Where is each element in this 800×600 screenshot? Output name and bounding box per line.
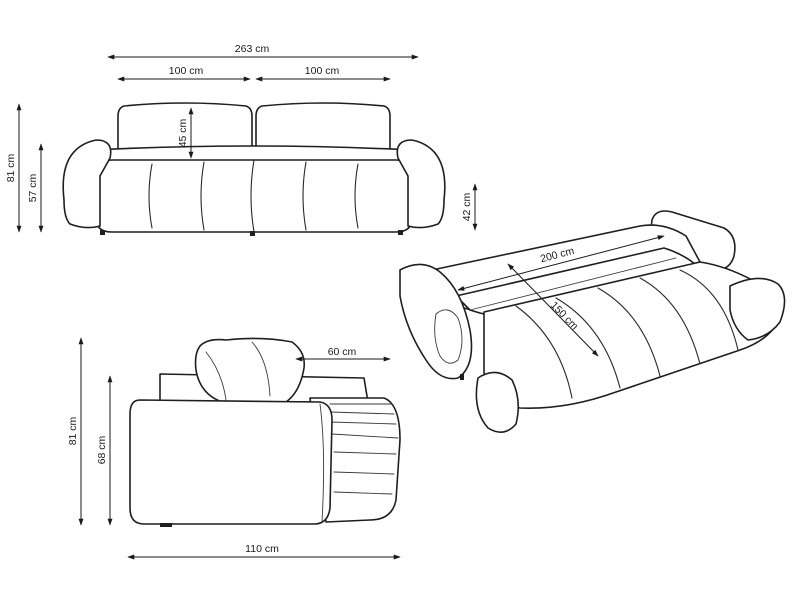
front-view: 263 cm 100 cm 100 cm 45 cm 81 cm 57 cm: [5, 43, 446, 236]
side-foot: [160, 523, 172, 527]
side-back-cushion-seam: [205, 351, 227, 401]
front-seat-seam: [148, 163, 153, 229]
side-arm-panel: [129, 399, 333, 525]
bed-foot: [460, 374, 464, 380]
front-foot: [250, 231, 255, 236]
front-seat-seam: [302, 161, 307, 231]
side-seat-seam: [329, 421, 397, 425]
side-arm-front-edge: [319, 403, 325, 523]
dim-line-bed-width: [507, 263, 599, 357]
front-arm-left: [62, 139, 112, 229]
front-seat-seam: [354, 163, 359, 229]
dim-label-seat-left: 100 cm: [169, 65, 204, 77]
bed-arm-right: [729, 277, 786, 341]
dim-label-cushion-height: 45 cm: [177, 118, 189, 147]
side-back-cushion-seam: [251, 341, 271, 397]
dim-label-total-height: 81 cm: [5, 153, 17, 182]
dim-label-bed-seat-height: 42 cm: [461, 192, 473, 221]
dim-label-arm-height: 57 cm: [27, 173, 39, 202]
dim-label-side-depth: 110 cm: [245, 543, 279, 555]
front-foot: [100, 230, 105, 235]
dim-label-side-total-height: 81 cm: [67, 416, 79, 445]
dim-label-seat-right: 100 cm: [305, 65, 340, 77]
side-back-cushion: [194, 337, 306, 403]
front-seat-cushion: [95, 159, 413, 233]
front-seat-seam: [250, 159, 255, 233]
bed-seat-seam: [679, 269, 739, 351]
side-seat-seam: [333, 471, 395, 475]
side-seat-seam: [333, 451, 397, 455]
bed-view: 42 cm 200 cm 150 cm: [399, 183, 786, 433]
dim-label-total-width: 263 cm: [235, 43, 270, 55]
dim-label-cushion-depth: 60 cm: [328, 346, 357, 358]
bed-front-bolster: [475, 371, 520, 433]
front-foot: [398, 230, 403, 235]
front-seat-seam: [200, 161, 205, 231]
side-seat-seam: [333, 491, 393, 495]
bed-arm-left: [399, 263, 473, 380]
side-view: 60 cm 81 cm 68 cm 110 cm: [67, 337, 401, 560]
bed-seat-seam: [597, 287, 661, 377]
bed-arm-left-face: [434, 309, 463, 364]
side-seat-seam: [329, 411, 395, 415]
front-arm-right: [396, 139, 446, 229]
dim-label-side-arm-height: 68 cm: [96, 435, 108, 464]
dim-line-bed-length: [457, 235, 665, 291]
side-seat-seam: [331, 433, 399, 439]
